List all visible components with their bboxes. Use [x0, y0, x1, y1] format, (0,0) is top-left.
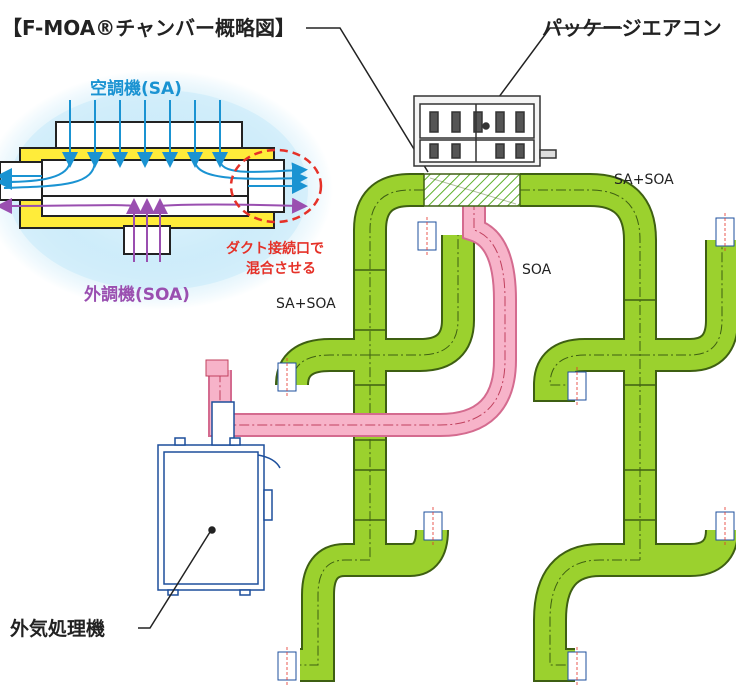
- sa-unit-label: 空調機(SA): [90, 79, 182, 99]
- mixing-note-line1: ダクト接続口で: [226, 241, 324, 257]
- aircon-leader-line: [475, 27, 622, 129]
- diffuser: [417, 221, 437, 251]
- mixing-point-highlight: [229, 148, 323, 224]
- package-aircon-unit: [413, 95, 557, 167]
- diffuser: [277, 651, 297, 681]
- soa-airflow-arrows: [0, 197, 308, 262]
- soa-unit-label: 外調機(SOA): [84, 285, 190, 305]
- package-aircon-label: パッケージエアコン: [542, 16, 722, 40]
- soa-duct: [208, 200, 517, 437]
- green-duct-network: [275, 173, 736, 682]
- sa-soa-left-label: SA+SOA: [276, 296, 336, 312]
- outdoor-intake: [205, 359, 229, 377]
- chamber-inset: [0, 70, 333, 310]
- sa-airflow-arrows: [0, 100, 308, 194]
- outdoor-leader-line: [138, 531, 211, 629]
- diffuser: [277, 362, 297, 392]
- sa-soa-right-label: SA+SOA: [614, 172, 674, 188]
- diffuser: [423, 511, 443, 541]
- diffuser: [715, 511, 735, 541]
- outdoor-unit-label: 外気処理機: [10, 618, 106, 640]
- title-leader-line: [306, 27, 429, 173]
- soa-duct-label: SOA: [522, 262, 552, 278]
- diffuser: [567, 371, 587, 401]
- diagram-title: 【F-MOA®チャンバー概略図】: [2, 16, 295, 40]
- fmoa-chamber: [423, 173, 521, 207]
- diffuser: [567, 651, 587, 681]
- mixing-note-line2: 混合させる: [246, 261, 316, 277]
- diffuser: [715, 217, 735, 247]
